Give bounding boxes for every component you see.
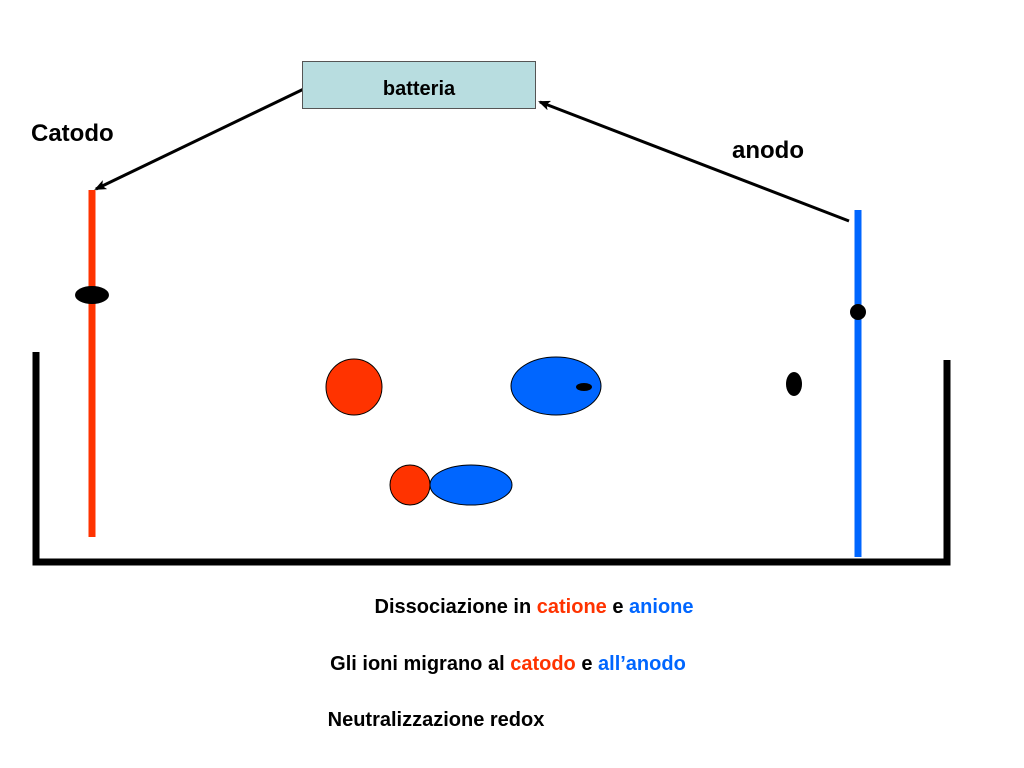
caption-anion: anione [629, 596, 694, 618]
caption-dissociation-middle: e [606, 596, 630, 618]
cation [325, 358, 383, 416]
free-electron [786, 372, 802, 396]
caption-migration-prefix: Gli ioni migrano al [330, 653, 511, 675]
electrolytic-cell-container [32, 352, 951, 566]
wire-to-cathode-arrow [94, 84, 311, 191]
electron-on-anode [850, 304, 866, 320]
caption-anode: all’anodo [598, 653, 686, 675]
caption-dissociation-prefix: Dissociazione in [374, 596, 537, 618]
anode-label: anodo [732, 137, 804, 164]
caption-dissociation: Dissociazione in catione e anione [22, 597, 1024, 617]
caption-migration: Gli ioni migrano al catodo e all’anodo [0, 654, 1020, 674]
electron-on-cathode [75, 286, 109, 304]
anion-electron [576, 383, 592, 391]
caption-cathode: catodo [510, 653, 576, 675]
caption-neutralization: Neutralizzazione redox [327, 709, 545, 731]
battery: batteria [302, 61, 536, 109]
wire-to-battery-arrow [538, 100, 850, 223]
anion [510, 356, 602, 416]
battery-label: batteria [382, 78, 456, 100]
cathode-label: Catodo [31, 120, 114, 147]
molecule-anion-part [429, 464, 513, 506]
caption-cation: catione [536, 596, 607, 618]
caption-migration-middle: e [575, 653, 599, 675]
molecule-cation-part [389, 464, 431, 506]
